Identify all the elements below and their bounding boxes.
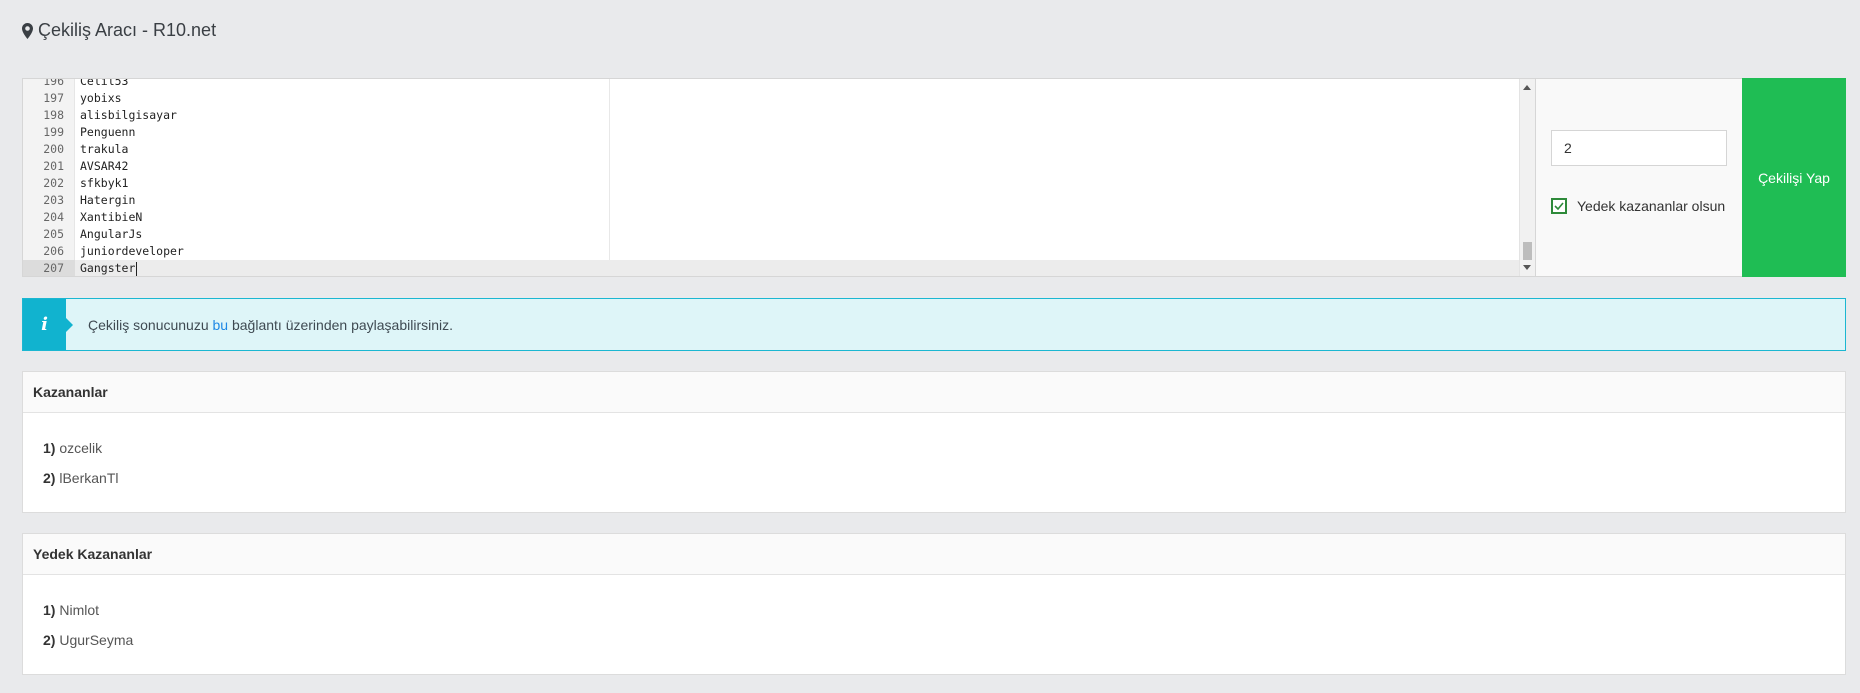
editor-line[interactable]: 196 Celil53	[23, 78, 1535, 90]
editor-line[interactable]: 205 AngularJs	[23, 226, 1535, 243]
line-number: 196	[43, 78, 64, 88]
line-text-active: Gangster	[80, 260, 138, 276]
text-cursor	[136, 261, 138, 276]
winners-panel: Kazananlar 1) ozcelik 2) lBerkanTl	[22, 371, 1846, 513]
item-number: 2)	[43, 632, 56, 648]
info-icon: i	[23, 299, 73, 350]
share-info-alert: i Çekiliş sonucunuzu bu bağlantı üzerind…	[22, 298, 1846, 351]
line-text: juniordeveloper	[80, 244, 184, 258]
winners-heading: Kazananlar	[23, 372, 1845, 413]
backup-winners-heading: Yedek Kazananlar	[23, 534, 1845, 575]
backup-checkbox-label: Yedek kazananlar olsun	[1577, 198, 1726, 214]
line-text: Penguenn	[80, 125, 136, 139]
line-number: 202	[43, 176, 64, 190]
line-text: Celil53	[80, 78, 129, 88]
line-text: sfkbyk1	[80, 176, 129, 190]
line-text: trakula	[80, 142, 129, 156]
backup-checkbox[interactable]	[1551, 198, 1567, 214]
line-text: Hatergin	[80, 193, 136, 207]
line-number: 207	[23, 260, 75, 276]
scrollbar-thumb[interactable]	[1523, 242, 1532, 260]
backup-winners-toggle[interactable]: Yedek kazananlar olsun	[1551, 198, 1725, 214]
backup-winners-panel: Yedek Kazananlar 1) Nimlot 2) UgurSeyma	[22, 533, 1846, 675]
line-number: 206	[43, 244, 64, 258]
line-number: 205	[43, 227, 64, 241]
line-text: alisbilgisayar	[80, 108, 177, 122]
editor-line[interactable]: 199 Penguenn	[23, 124, 1535, 141]
editor-gutter	[23, 79, 75, 276]
list-item: 1) Nimlot	[43, 595, 1825, 625]
editor-print-margin	[609, 79, 610, 276]
winner-name: ozcelik	[59, 440, 103, 456]
line-number: 197	[43, 91, 64, 105]
backup-winners-list: 1) Nimlot 2) UgurSeyma	[23, 575, 1845, 655]
editor-scrollbar[interactable]	[1519, 79, 1535, 276]
check-icon	[1554, 202, 1564, 210]
line-text: yobixs	[80, 91, 122, 105]
winners-list: 1) ozcelik 2) lBerkanTl	[23, 413, 1845, 493]
item-number: 1)	[43, 440, 56, 456]
line-text: AVSAR42	[80, 159, 129, 173]
info-text-after: bağlantı üzerinden paylaşabilirsiniz.	[228, 316, 454, 333]
scroll-down-icon[interactable]	[1523, 265, 1531, 270]
page-title-text: Çekiliş Aracı - R10.net	[38, 20, 217, 40]
editor-line[interactable]: 198 alisbilgisayar	[23, 107, 1535, 124]
line-number: 204	[43, 210, 64, 224]
backup-winner-name: UgurSeyma	[59, 632, 134, 648]
draw-options-panel: Yedek kazananlar olsun	[1536, 78, 1742, 277]
info-text-before: Çekiliş sonucunuzu	[88, 316, 213, 333]
editor-line[interactable]: 204 XantibieN	[23, 209, 1535, 226]
line-number: 198	[43, 108, 64, 122]
line-number: 201	[43, 159, 64, 173]
map-marker-icon	[22, 22, 33, 39]
share-info-text: Çekiliş sonucunuzu bu bağlantı üzerinden…	[88, 317, 453, 333]
line-text: XantibieN	[80, 210, 143, 224]
item-number: 1)	[43, 602, 56, 618]
draw-button[interactable]: Çekilişi Yap	[1742, 78, 1846, 277]
line-text: AngularJs	[80, 227, 143, 241]
editor-line[interactable]: 202 sfkbyk1	[23, 175, 1535, 192]
editor-line-active[interactable]: 207 Gangster	[23, 260, 1535, 276]
scroll-up-icon[interactable]	[1523, 85, 1531, 90]
backup-winner-name: Nimlot	[59, 602, 100, 618]
share-link[interactable]: bu	[212, 316, 229, 333]
line-text: Gangster	[80, 261, 136, 275]
list-item: 2) lBerkanTl	[43, 463, 1825, 493]
winner-name: lBerkanTl	[59, 470, 119, 486]
editor-line[interactable]: 206 juniordeveloper	[23, 243, 1535, 260]
editor-line[interactable]: 200 trakula	[23, 141, 1535, 158]
list-item: 2) UgurSeyma	[43, 625, 1825, 655]
winner-count-input[interactable]	[1551, 130, 1727, 166]
page-title: Çekiliş Aracı - R10.net	[22, 20, 216, 41]
editor-line[interactable]: 197 yobixs	[23, 90, 1535, 107]
list-item: 1) ozcelik	[43, 433, 1825, 463]
editor-line[interactable]: 203 Hatergin	[23, 192, 1535, 209]
line-number: 203	[43, 193, 64, 207]
editor-lines: 196 Celil53 197 yobixs 198 alisbilgisayar 1…	[23, 78, 1535, 276]
line-number: 199	[43, 125, 64, 139]
editor-line[interactable]: 201 AVSAR42	[23, 158, 1535, 175]
line-number: 200	[43, 142, 64, 156]
participants-editor[interactable]: 196 Celil53 197 yobixs 198 alisbilgisayar 1…	[22, 78, 1536, 277]
item-number: 2)	[43, 470, 56, 486]
